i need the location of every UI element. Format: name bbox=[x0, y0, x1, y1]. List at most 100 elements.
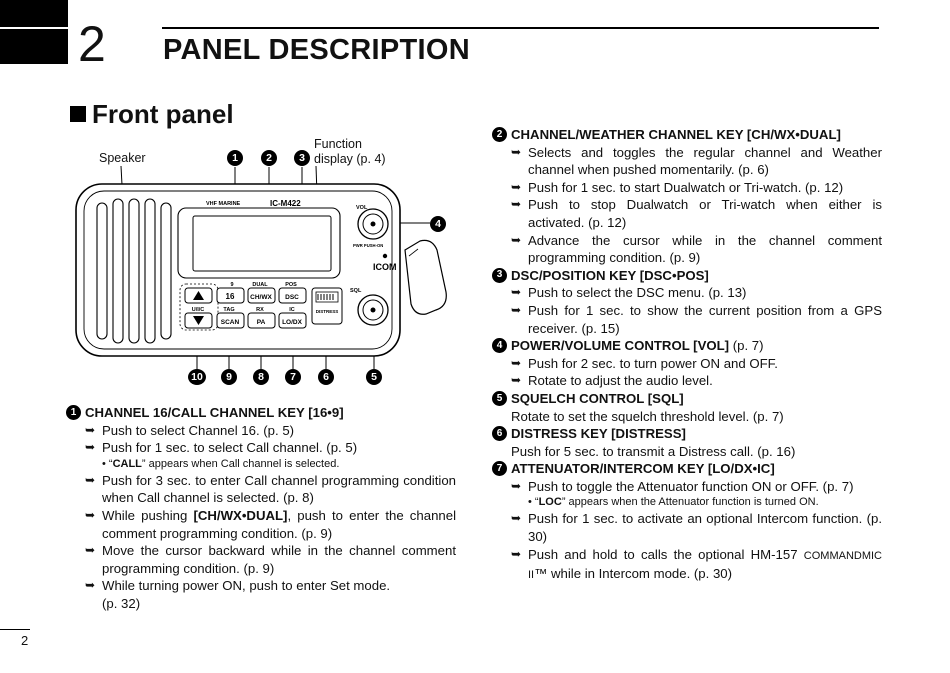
callout-3: 3 bbox=[294, 150, 310, 166]
arrow-bullet-icon: ➥ bbox=[511, 478, 522, 493]
radio-front-panel-diagram: VHF MARINE IC-M422 9 DUAL POS U/I/C TAG … bbox=[75, 165, 447, 369]
arrow-bullet-icon: ➥ bbox=[511, 179, 522, 194]
arrow-bullet-icon: ➥ bbox=[511, 232, 522, 247]
callout-5: 5 bbox=[366, 369, 382, 385]
arrow-bullet-icon: ➥ bbox=[85, 440, 96, 455]
speaker-grille bbox=[96, 198, 172, 344]
arrow-bullet-icon: ➥ bbox=[511, 511, 522, 526]
arrow-bullet-icon: ➥ bbox=[511, 285, 522, 300]
key-7-title: ATTENUATOR/INTERCOM KEY [LO/DX•IC] bbox=[511, 461, 775, 477]
key-16 bbox=[216, 287, 245, 304]
arrow-bullet-icon: ➥ bbox=[511, 373, 522, 388]
bullet-text: Move the cursor backward while in the ch… bbox=[102, 543, 456, 576]
key-2-bullet: ➥Advance the cursor while in the channel… bbox=[492, 232, 882, 267]
num-7-icon: 7 bbox=[492, 461, 507, 477]
num-3-icon: 3 bbox=[492, 267, 507, 283]
key-7-note: • “LOC” appears when the Attenuator func… bbox=[528, 496, 819, 509]
function-display-label-line2: display (p. 4) bbox=[314, 152, 386, 166]
key-label-ic: IC bbox=[289, 307, 295, 313]
arrow-bullet-icon: ➥ bbox=[85, 422, 96, 437]
mic-hanger bbox=[404, 239, 447, 315]
key-pa bbox=[247, 312, 276, 329]
chapter-rule bbox=[162, 27, 879, 29]
pwr-label: PWR PUSH-ON bbox=[353, 243, 383, 248]
bullet-text: Push to select the DSC menu. (p. 13) bbox=[528, 285, 747, 301]
key-16-text: 16 bbox=[226, 292, 235, 301]
num-1-icon: 1 bbox=[66, 405, 81, 420]
key-4-title: POWER/VOLUME CONTROL [VOL] bbox=[511, 338, 730, 354]
callout-4: 4 bbox=[430, 216, 446, 232]
key-3-bullet: ➥Push for 1 sec. to show the current pos… bbox=[492, 302, 882, 337]
key-1-note: • “CALL” appears when Call channel is se… bbox=[102, 457, 340, 470]
num-2-icon: 2 bbox=[492, 127, 507, 142]
arrow-bullet-icon: ➥ bbox=[511, 355, 522, 370]
key-2-title: CHANNEL/WEATHER CHANNEL KEY [CH/WX•DUAL] bbox=[511, 127, 841, 142]
arrow-bullet-icon: ➥ bbox=[85, 507, 96, 522]
key-2-heading: 2 CHANNEL/WEATHER CHANNEL KEY [CH/WX•DUAL… bbox=[492, 126, 882, 144]
arrow-bullet-icon: ➥ bbox=[85, 543, 96, 558]
key-label-rx: RX bbox=[256, 307, 264, 313]
key-7-bullet: ➥Push and hold to calls the optional HM-… bbox=[492, 546, 882, 585]
key-2-bullet: ➥Push to stop Dualwatch or Tri-watch whe… bbox=[492, 196, 882, 231]
arrow-bullet-icon: ➥ bbox=[511, 144, 522, 159]
arrow-bullet-icon: ➥ bbox=[85, 472, 96, 487]
arrow-bullet-icon: ➥ bbox=[511, 546, 522, 561]
chapter-tab bbox=[0, 0, 68, 64]
bullet-text: Push for 1 sec. to show the current posi… bbox=[528, 302, 882, 336]
right-column: 2 CHANNEL/WEATHER CHANNEL KEY [CH/WX•DUAL… bbox=[492, 126, 882, 585]
key-label-tag: TAG bbox=[223, 307, 234, 313]
key-label-9: 9 bbox=[230, 282, 233, 288]
key-2-bullet: ➥Selects and toggles the regular channel… bbox=[492, 144, 882, 179]
bullet-text: Rotate to adjust the audio level. bbox=[528, 373, 713, 389]
bullet-text: While pushing [CH/WX•DUAL], push to ente… bbox=[102, 507, 457, 541]
distress-text: DISTRESS bbox=[316, 309, 339, 314]
footer-rule bbox=[0, 629, 30, 630]
key-lodx-text: LO/DX bbox=[282, 319, 303, 326]
page-number: 2 bbox=[21, 633, 29, 648]
left-column: 1 CHANNEL 16/CALL CHANNEL KEY [16•9] ➥Pu… bbox=[66, 404, 456, 613]
key-1-heading: 1 CHANNEL 16/CALL CHANNEL KEY [16•9] bbox=[66, 404, 456, 422]
key-4-bullet: ➥ Rotate to adjust the audio level. bbox=[492, 372, 882, 390]
key-1-bullet: ➥Push for 1 sec. to select Call channel.… bbox=[66, 439, 456, 457]
distress-key bbox=[311, 287, 343, 325]
num-6-icon: 6 bbox=[492, 426, 507, 442]
bullet-text: Push for 3 sec. to enter Call channel pr… bbox=[102, 472, 456, 506]
vol-label: VOL bbox=[356, 205, 368, 211]
speaker-label: Speaker bbox=[99, 151, 146, 165]
num-4-icon: 4 bbox=[492, 338, 507, 354]
keys bbox=[184, 287, 307, 329]
function-display bbox=[192, 215, 332, 272]
model-text: IC-M422 bbox=[270, 199, 301, 208]
callout-10: 10 bbox=[188, 369, 206, 385]
key-dsc-text: DSC bbox=[285, 294, 299, 301]
key-label-dual: DUAL bbox=[252, 282, 268, 288]
callout-6: 6 bbox=[318, 369, 334, 385]
callout-9: 9 bbox=[221, 369, 237, 385]
num-5-icon: 5 bbox=[492, 390, 507, 406]
section-title-text: Front panel bbox=[92, 99, 234, 129]
key-chwx bbox=[247, 287, 276, 304]
key-2-bullet: ➥Push for 1 sec. to start Dualwatch or T… bbox=[492, 179, 882, 197]
key-5-title: SQUELCH CONTROL [SQL] bbox=[511, 390, 684, 406]
key-1-bullet: ➥ Move the cursor backward while in the c… bbox=[66, 542, 456, 577]
arrow-bullet-icon: ➥ bbox=[85, 578, 96, 593]
tab-divider bbox=[0, 27, 68, 29]
key-1-bullet: ➥ While pushing [CH/WX•DUAL], push to ent… bbox=[66, 507, 456, 542]
function-display-label-line1: Function bbox=[314, 137, 362, 151]
key-1-bullet: ➥Push to select Channel 16. (p. 5) bbox=[66, 422, 456, 440]
key-label-uic: U/I/C bbox=[192, 307, 205, 313]
function-display-label: Function display (p. 4) bbox=[314, 137, 386, 167]
brand-band-text: VHF MARINE bbox=[206, 201, 241, 207]
callout-8: 8 bbox=[253, 369, 269, 385]
arrow-bullet-icon: ➥ bbox=[511, 197, 522, 212]
down-arrow-icon bbox=[193, 316, 204, 325]
up-arrow-icon bbox=[193, 291, 204, 300]
chapter-number: 2 bbox=[78, 16, 106, 72]
key-7-bullet: ➥Push to toggle the Attenuator function … bbox=[492, 478, 882, 496]
key-4-bullet: ➥Push for 2 sec. to turn power ON and OF… bbox=[492, 355, 882, 373]
